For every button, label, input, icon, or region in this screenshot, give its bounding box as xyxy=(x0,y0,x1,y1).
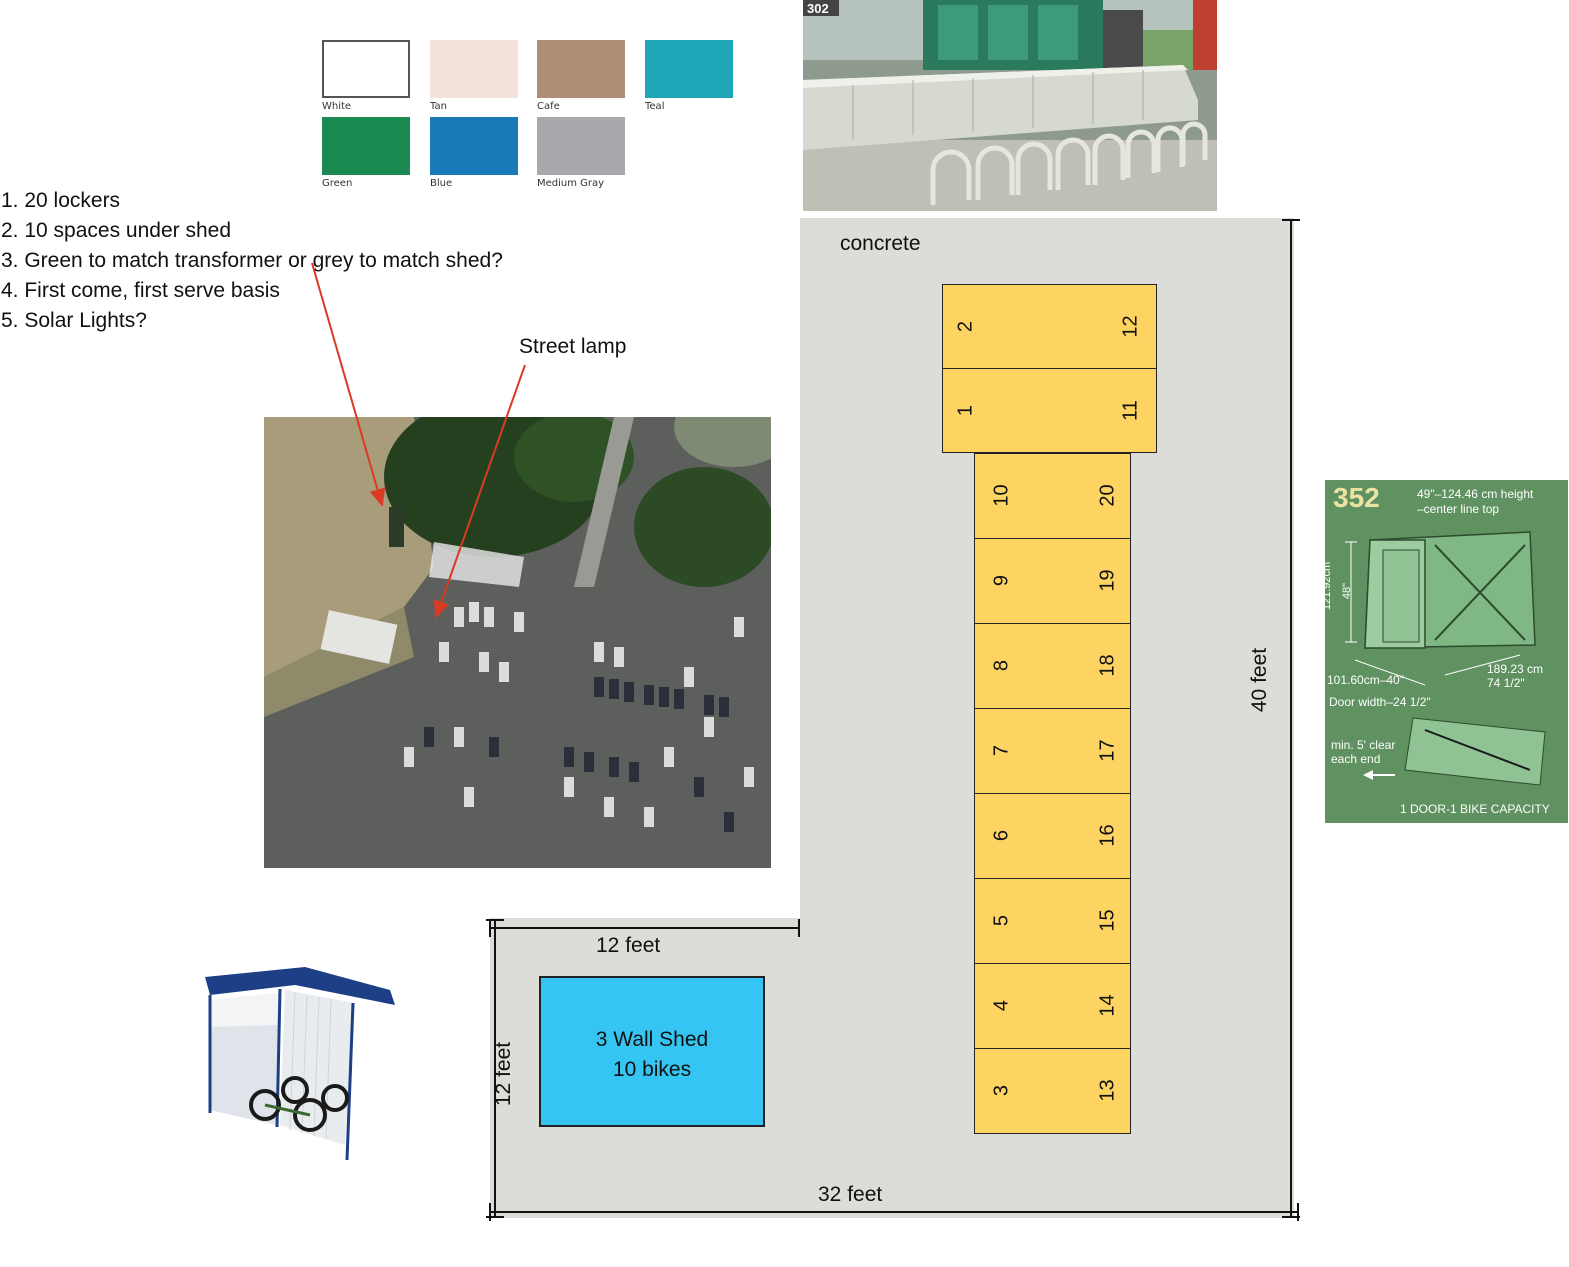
locker-pair: 8 18 xyxy=(974,623,1131,709)
swatch-label: Cafe xyxy=(537,101,560,112)
photo-badge: 302 xyxy=(807,1,829,16)
swatch-medium-gray xyxy=(537,117,625,175)
locker-row-photo: 302 xyxy=(803,0,1217,211)
swatch-label: Teal xyxy=(645,101,665,112)
note-item: 1. 20 lockers xyxy=(1,189,121,212)
spec-depth-cm: 189.23 cm xyxy=(1487,662,1544,676)
spec-side-height-in: 48" xyxy=(1341,582,1354,600)
locker-pair: 2 12 xyxy=(942,284,1157,369)
locker-pair: 10 20 xyxy=(974,453,1131,539)
wall-shed: 3 Wall Shed 10 bikes xyxy=(539,976,765,1127)
note-item: 4. First come, first serve basis xyxy=(1,279,280,302)
locker-pair: 3 13 xyxy=(974,1048,1131,1134)
dim-width-bottom: 32 feet xyxy=(818,1183,883,1206)
dim-height-right: 40 feet xyxy=(1248,647,1272,713)
swatch-white xyxy=(322,40,410,98)
swatch-label: Green xyxy=(322,178,353,189)
dim-width-top: 12 feet xyxy=(596,934,661,957)
swatch-label: Medium Gray xyxy=(537,178,605,189)
spec-clearance: min. 5' clear xyxy=(1331,738,1396,752)
swatch-blue xyxy=(430,117,518,175)
swatch-label: Tan xyxy=(430,101,447,112)
bike-shed-photo xyxy=(185,965,413,1160)
shed-capacity: 10 bikes xyxy=(612,1058,692,1081)
swatch-label: Blue xyxy=(430,178,453,189)
swatch-green xyxy=(322,117,410,175)
swatch-cafe xyxy=(537,40,625,98)
shed-label: 3 Wall Shed xyxy=(595,1028,709,1051)
street-lamp-label: Street lamp xyxy=(519,335,627,358)
spec-width: 101.60cm–40" xyxy=(1327,673,1404,687)
spec-height-note: –center line top xyxy=(1417,502,1500,516)
locker-diagram xyxy=(1345,531,1546,786)
concrete-label: concrete xyxy=(840,232,921,255)
locker-pair: 9 19 xyxy=(974,538,1131,624)
spec-door-width: Door width–24 1/2" xyxy=(1329,695,1431,709)
swatch-tan xyxy=(430,40,518,98)
spec-depth-in: 74 1/2" xyxy=(1487,676,1525,690)
swatch-label: White xyxy=(322,101,352,112)
spec-side-height-cm: 121.92cm xyxy=(1325,561,1334,611)
locker-pair: 6 16 xyxy=(974,793,1131,879)
aerial-photo xyxy=(264,417,771,868)
spec-clearance-note: each end xyxy=(1331,752,1381,766)
dim-height-left: 12 feet xyxy=(492,1041,516,1107)
spec-height: 49"–124.46 cm height xyxy=(1417,487,1534,501)
note-item: 3. Green to match transformer or grey to… xyxy=(1,249,503,272)
spec-capacity: 1 DOOR-1 BIKE CAPACITY xyxy=(1400,802,1550,816)
locker-spec-card: 352 49"–124.46 cm height –center line to… xyxy=(1325,480,1568,823)
swatch-teal xyxy=(645,40,733,98)
spec-model: 352 xyxy=(1333,482,1380,513)
note-item: 5. Solar Lights? xyxy=(1,309,147,332)
note-item: 2. 10 spaces under shed xyxy=(1,219,231,242)
locker-pair: 1 11 xyxy=(942,368,1157,453)
